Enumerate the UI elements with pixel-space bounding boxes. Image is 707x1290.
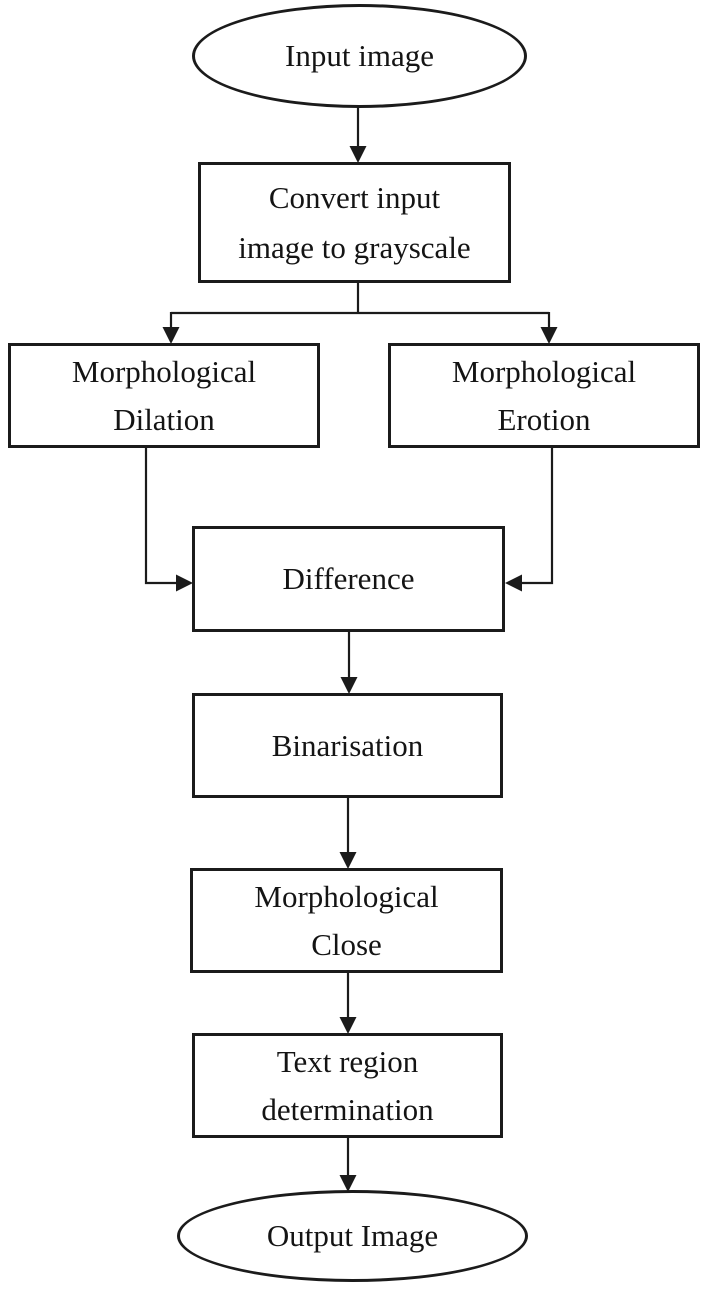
node-label: Output Image: [266, 1218, 439, 1253]
node-label: Dilation: [113, 401, 215, 437]
node-text-region-determination: Text region determination: [192, 1033, 503, 1138]
edge-input-to-grayscale: [349, 107, 367, 163]
edge-branch-to-erosion: [540, 312, 558, 344]
node-label: image to grayscale: [238, 229, 471, 265]
node-morphological-dilation: Morphological Dilation: [8, 343, 320, 448]
node-binarisation: Binarisation: [192, 693, 503, 798]
edge-branch-to-dilation: [162, 312, 180, 344]
edge-dilation-to-difference: [144, 448, 193, 592]
node-morphological-close: Morphological Close: [190, 868, 503, 973]
edge-grayscale-branch: [171, 283, 549, 315]
node-label: Input image: [285, 38, 434, 73]
node-label: Morphological: [254, 878, 439, 914]
node-label: Binarisation: [271, 727, 424, 763]
edge-binarisation-to-close: [339, 798, 357, 869]
node-morphological-erosion: Morphological Erotion: [388, 343, 700, 448]
node-label: Close: [311, 926, 382, 962]
node-label: Morphological: [451, 353, 637, 389]
edge-difference-to-binarisation: [340, 632, 358, 694]
edge-close-to-text-region: [339, 973, 357, 1034]
node-convert-grayscale: Convert input image to grayscale: [198, 162, 511, 283]
edge-text-region-to-output: [339, 1138, 357, 1192]
node-input-image: Input image: [192, 4, 527, 108]
node-label: Morphological: [71, 353, 257, 389]
node-label: Difference: [282, 561, 415, 596]
node-label: Erotion: [497, 401, 591, 437]
node-label: Text region: [276, 1043, 419, 1079]
node-label: Convert input: [268, 179, 441, 215]
edge-erosion-to-difference: [505, 448, 554, 592]
node-output-image: Output Image: [177, 1190, 528, 1282]
node-difference: Difference: [192, 526, 505, 632]
node-label: determination: [261, 1091, 434, 1127]
